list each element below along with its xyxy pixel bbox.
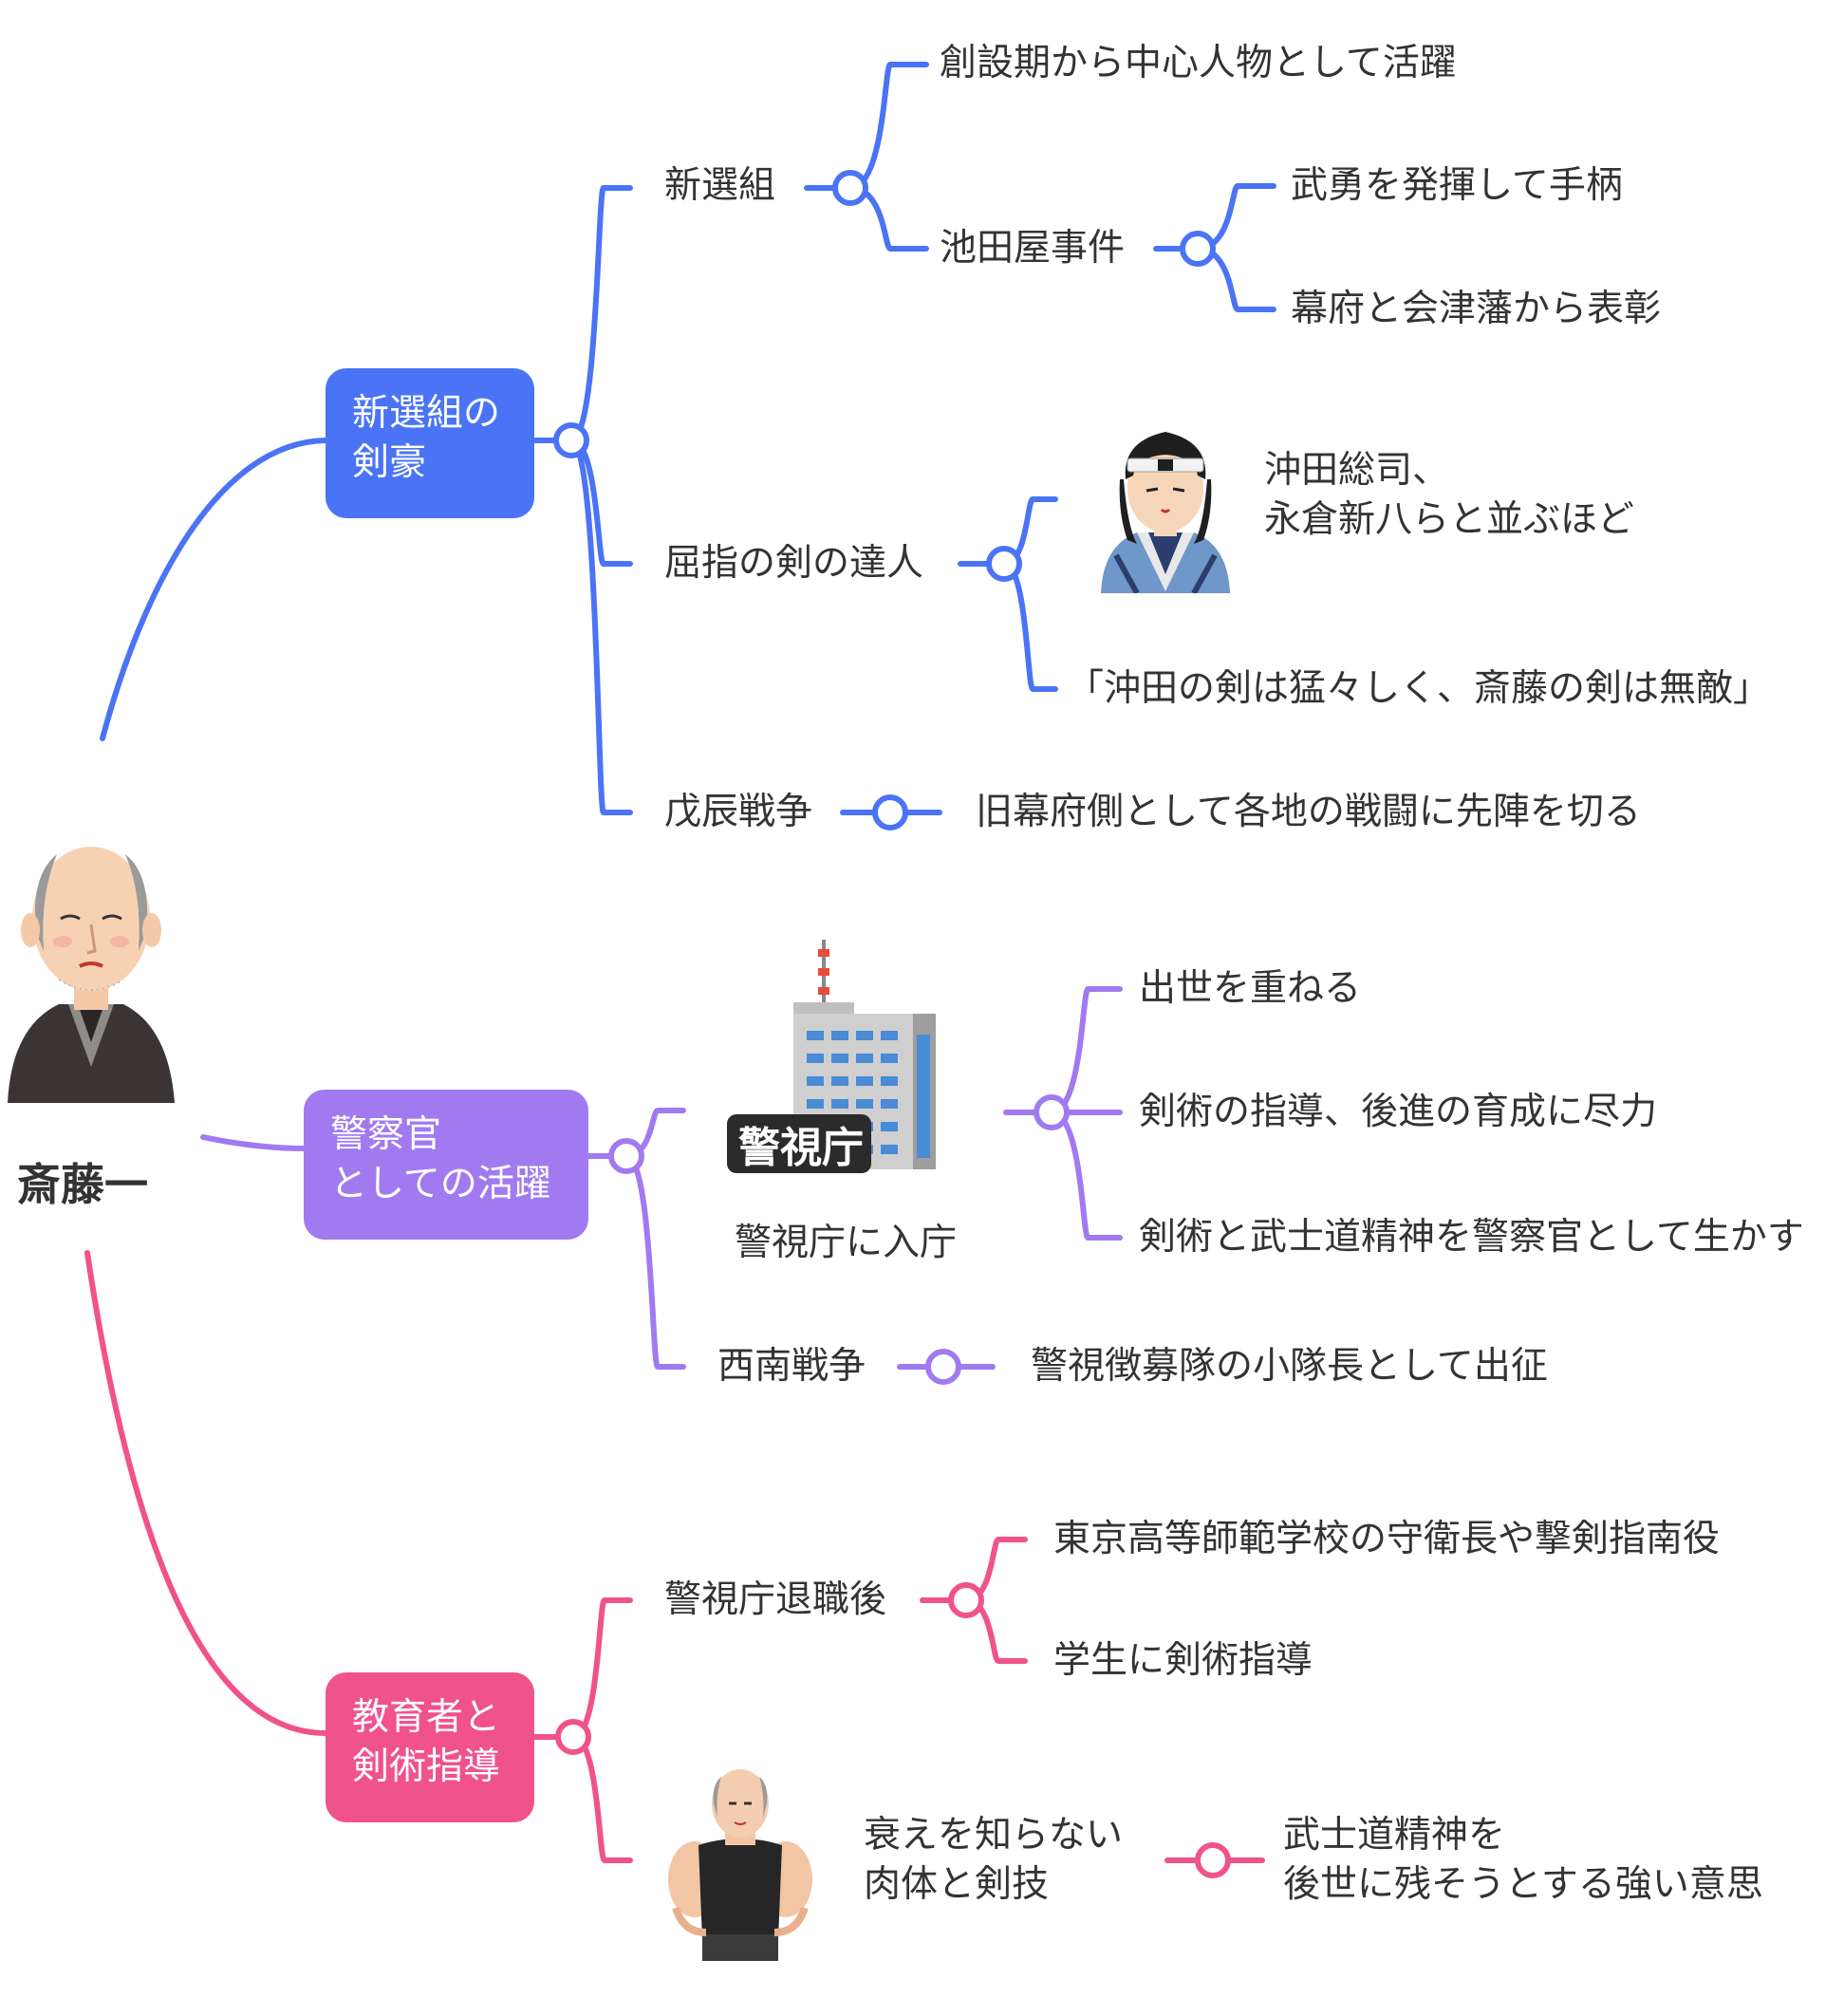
node-boshin-war[interactable]: 戊辰戦争: [664, 791, 813, 833]
hub-joined-police: [1034, 1094, 1070, 1130]
node-commendation[interactable]: 幕府と会津藩から表彰: [1291, 288, 1662, 330]
node-peers-comparison[interactable]: 沖田総司、 永倉新八らと並ぶほど: [1264, 449, 1635, 541]
root-link-purple: [200, 1134, 307, 1151]
branch-label: 警察官 としての活躍: [330, 1113, 551, 1205]
node-promotion[interactable]: 出世を重ねる: [1139, 967, 1362, 1010]
hub-purple: [608, 1138, 644, 1174]
link-seinan: [624, 1153, 686, 1370]
link-bushido-police: [1049, 1110, 1123, 1241]
branch-educator[interactable]: 教育者と 剣術指導: [326, 1672, 534, 1822]
root-label[interactable]: 斎藤一: [17, 1159, 148, 1210]
hub-blue: [553, 422, 589, 458]
node-founding-member[interactable]: 創設期から中心人物として活躍: [940, 42, 1457, 84]
node-valor[interactable]: 武勇を発揮して手柄: [1291, 164, 1623, 207]
link-promotion: [1049, 986, 1123, 1115]
node-bushido-legacy[interactable]: 武士道精神を 後世に残そうとする強い意思: [1283, 1814, 1763, 1906]
muscular-old-man-icon: [668, 1769, 812, 1961]
node-seinan-war[interactable]: 西南戦争: [717, 1345, 866, 1388]
node-joined-police[interactable]: 警視庁に入庁: [735, 1222, 958, 1264]
node-shinsengumi[interactable]: 新選組: [664, 164, 776, 207]
node-platoon-leader[interactable]: 警視徴募隊の小隊長として出征: [1031, 1345, 1548, 1388]
link-founding: [847, 62, 929, 191]
police-hq-sign: 警視庁: [738, 1124, 864, 1172]
branch-shinsengumi-swordsman[interactable]: 新選組の 剣豪: [326, 368, 534, 518]
hub-shinsengumi: [832, 170, 868, 206]
link-body: [570, 1734, 633, 1863]
node-school-guard-chief[interactable]: 東京高等師範学校の守衛長や撃剣指南役: [1053, 1518, 1721, 1560]
node-after-retirement[interactable]: 警視庁退職後: [664, 1578, 887, 1621]
node-training-juniors[interactable]: 剣術の指導、後進の育成に尽力: [1139, 1091, 1658, 1133]
link-shinsengumi: [568, 185, 633, 443]
root-link-blue: [100, 438, 328, 741]
node-undiminished-body[interactable]: 衰えを知らない 肉体と剣技: [864, 1814, 1124, 1906]
node-ikedaya-incident[interactable]: 池田屋事件: [940, 227, 1126, 270]
saito-portrait-icon: [8, 847, 175, 1103]
hub-boshin: [872, 794, 908, 831]
hub-seinan: [925, 1349, 961, 1385]
hub-body: [1195, 1842, 1231, 1878]
link-retirement: [570, 1597, 633, 1740]
node-master-swordsman[interactable]: 屈指の剣の達人: [664, 542, 924, 585]
node-quote[interactable]: 「沖田の剣は猛々しく、斎藤の剣は無敵」: [1067, 667, 1771, 710]
branch-police-officer[interactable]: 警察官 としての活躍: [304, 1090, 588, 1240]
hub-ikedaya: [1180, 231, 1216, 267]
hub-pink: [555, 1719, 591, 1755]
link-boshin: [568, 438, 633, 815]
node-vanguard[interactable]: 旧幕府側として各地の戦闘に先陣を切る: [976, 791, 1641, 833]
root-link-pink: [84, 1250, 328, 1736]
branch-label: 新選組の 剣豪: [352, 392, 501, 484]
node-teaching-students[interactable]: 学生に剣術指導: [1053, 1639, 1313, 1682]
okita-samurai-icon: [1101, 432, 1230, 593]
branch-label: 教育者と 剣術指導: [352, 1696, 501, 1788]
node-bushido-police[interactable]: 剣術と武士道精神を警察官として生かす: [1139, 1216, 1804, 1259]
link-quote: [1001, 561, 1058, 692]
hub-master: [986, 546, 1022, 582]
hub-retirement: [948, 1582, 984, 1618]
police-hq-building-icon: [727, 940, 936, 1173]
